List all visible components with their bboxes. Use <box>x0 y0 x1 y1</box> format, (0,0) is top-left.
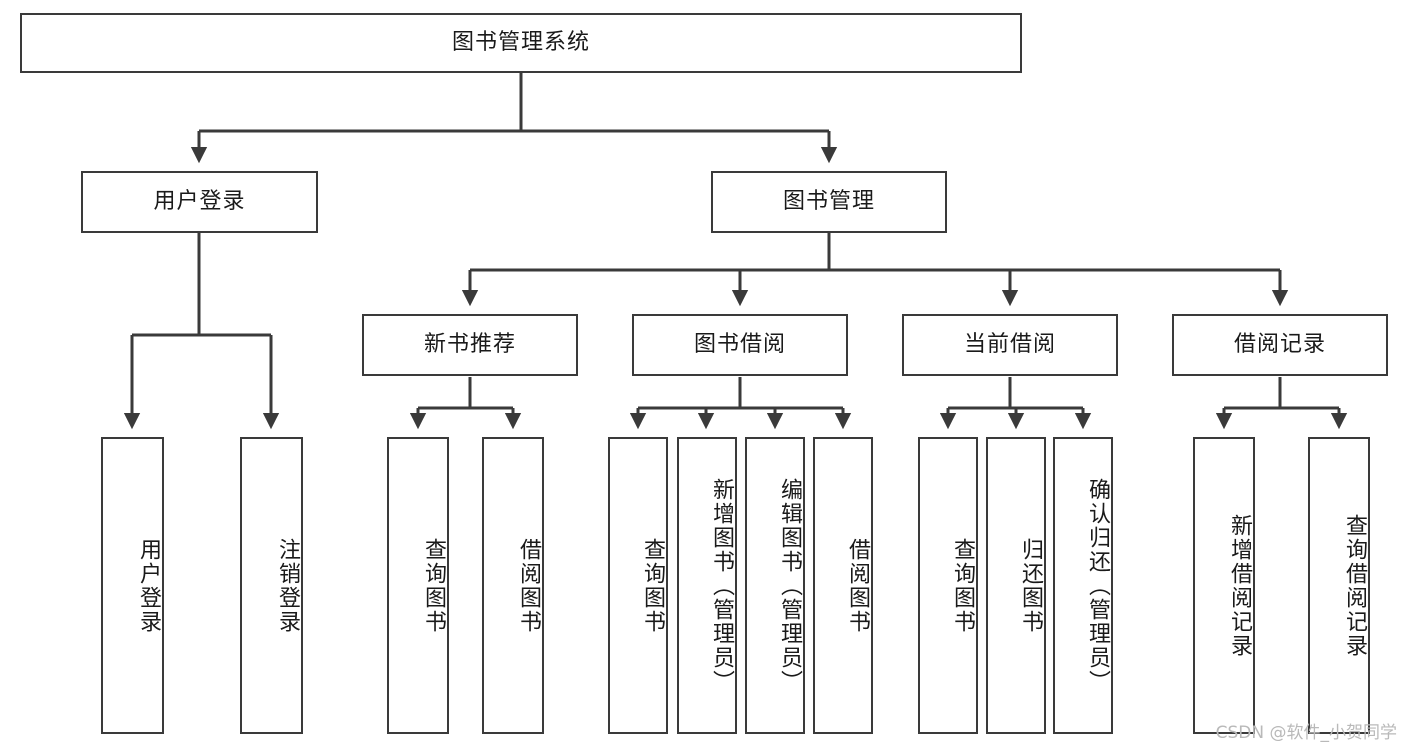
leaf-query-book-borrow[interactable]: 查询图书 <box>608 437 668 734</box>
leaf-borrow-book-recommend[interactable]: 借阅图书 <box>482 437 544 734</box>
leaf-add-book-admin[interactable]: 新增图书（管理员） <box>677 437 737 734</box>
leaf-borrow-book[interactable]: 借阅图书 <box>813 437 873 734</box>
leaf-query-book-recommend[interactable]: 查询图书 <box>387 437 449 734</box>
leaf-edit-book-admin[interactable]: 编辑图书（管理员） <box>745 437 805 734</box>
leaf-confirm-return-admin[interactable]: 确认归还（管理员） <box>1053 437 1113 734</box>
node-borrow-record[interactable]: 借阅记录 <box>1172 314 1388 376</box>
node-user-login[interactable]: 用户登录 <box>81 171 318 233</box>
node-book-borrow[interactable]: 图书借阅 <box>632 314 848 376</box>
node-new-book-recommend[interactable]: 新书推荐 <box>362 314 578 376</box>
leaf-return-book[interactable]: 归还图书 <box>986 437 1046 734</box>
leaf-logout[interactable]: 注销登录 <box>240 437 303 734</box>
leaf-add-borrow-record[interactable]: 新增借阅记录 <box>1193 437 1255 734</box>
leaf-user-login[interactable]: 用户登录 <box>101 437 164 734</box>
leaf-query-book-current[interactable]: 查询图书 <box>918 437 978 734</box>
csdn-watermark: CSDN @软件_小贺同学 <box>1215 723 1397 743</box>
node-current-borrow[interactable]: 当前借阅 <box>902 314 1118 376</box>
node-book-management[interactable]: 图书管理 <box>711 171 947 233</box>
node-root[interactable]: 图书管理系统 <box>20 13 1022 73</box>
leaf-query-borrow-record[interactable]: 查询借阅记录 <box>1308 437 1370 734</box>
